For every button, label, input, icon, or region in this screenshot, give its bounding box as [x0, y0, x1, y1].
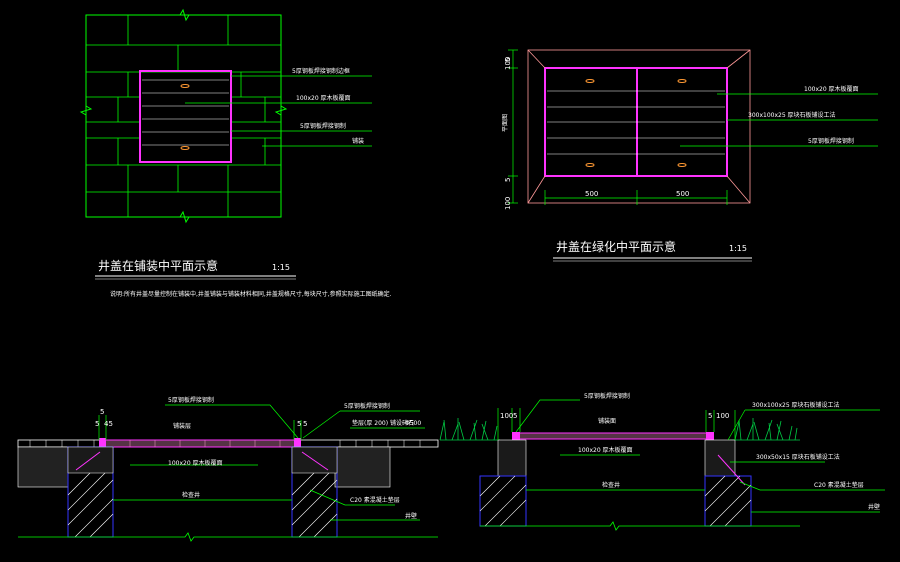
steel-frame-right: [706, 432, 714, 441]
steel-frame-left: [512, 432, 520, 441]
callout-stone-small: 300x50x15 厚块石板铺设工法: [756, 453, 840, 461]
callout-plank: 100x20 厚木板覆面: [296, 94, 351, 102]
label-well: 检查井: [182, 491, 200, 499]
section-in-greenery: 100 5 5 100 5厚钢板焊接钢制 300x100x25 厚块石板铺设工法…: [439, 392, 885, 531]
steel-frame-right: [294, 438, 301, 448]
section-right-dims: [497, 408, 736, 440]
plan-in-paving: 5厚钢板焊接钢制边框 100x20 厚木板覆面 5厚钢板焊接钢制 铺装 井盖在铺…: [79, 8, 392, 298]
section-left-dims: [98, 415, 302, 440]
manhole-lid-section: [104, 439, 296, 448]
dim-left-5: 5: [504, 58, 512, 62]
lid-joints: [129, 440, 281, 447]
well-wall-left: [479, 475, 527, 527]
grass-right: [734, 418, 798, 441]
callout-plank: 100x20 厚木板覆面: [804, 85, 859, 93]
break-mark-left: [79, 105, 93, 116]
side-label: 平面图: [502, 114, 509, 132]
callout-concrete: C20 素混凝土垫层: [350, 496, 400, 504]
plan-left-leaders: [185, 75, 372, 147]
dim-5: 5: [100, 408, 104, 416]
callout-stone: 300x100x25 厚块石板铺设工法: [748, 111, 836, 119]
callout-gravel: 垫层(厚 200) 铺设碎石: [352, 419, 414, 427]
anchor-right: [301, 451, 329, 471]
callout-diameter: Φ500: [405, 420, 421, 427]
section-in-paving: 5 5 45 5 5 5厚钢板焊接钢制 5厚钢板焊接钢制 铺装层 垫层(厚 20…: [17, 396, 439, 542]
break-line-bottom: [18, 532, 438, 542]
dim-100-left: 100: [500, 412, 513, 420]
plan-left-title: 井盖在铺装中平面示意: [98, 258, 218, 273]
paving-hatch: [29, 440, 421, 447]
lift-hole-icon: [585, 79, 595, 83]
paving-label: 铺装面: [598, 417, 616, 425]
dim-left-100b: 100: [504, 197, 512, 210]
callout-plank: 100x20 厚木板覆面: [168, 459, 223, 467]
dim-500-left: 500: [585, 190, 598, 198]
concrete-cap-left: [67, 446, 114, 474]
concrete-cap-right: [291, 446, 338, 474]
lift-hole-icon: [677, 79, 687, 83]
lift-hole-icon: [180, 84, 190, 88]
label-well: 检查井: [602, 481, 620, 489]
callout-concrete: C20 素混凝土垫层: [814, 481, 864, 489]
gravel-base-left: [17, 446, 69, 488]
plan-right-scale: 1:15: [729, 244, 747, 253]
stone-curb-right: [704, 439, 736, 477]
wall-hatch: [479, 475, 752, 527]
manhole-lid-section: [517, 432, 709, 440]
section-right-leaders: [515, 399, 885, 513]
paving-label: 铺装层: [173, 422, 191, 430]
stone-curb-left: [497, 439, 527, 477]
dim-5b: 5: [95, 420, 99, 428]
callout-stone: 300x100x25 厚块石板铺设工法: [752, 401, 840, 409]
dim-5-left: 5: [513, 412, 517, 420]
callout-paving: 铺装: [352, 137, 364, 145]
outer-frame: [527, 49, 751, 204]
dim-100-right: 100: [716, 412, 729, 420]
dim-5d: 5: [303, 420, 307, 428]
callout-frame: 5厚钢板焊接钢制: [168, 396, 214, 404]
break-line-bottom: [480, 521, 800, 531]
lid-planks: [547, 90, 725, 155]
callout-steel: 5厚钢板焊接钢制: [808, 137, 854, 145]
plan-note: 说明:所有井盖尽量控制在铺装中,井盖铺装与铺装材料相同,井盖规格尺寸,每块尺寸,…: [110, 290, 392, 298]
gravel-base-right: [334, 446, 391, 488]
callout-plank: 100x20 厚木板覆面: [578, 446, 633, 454]
lid-planks: [142, 79, 229, 146]
frame-corners: [527, 49, 751, 204]
paving-outline: [85, 14, 282, 218]
grass-left: [439, 418, 498, 441]
paving-joints: [86, 15, 281, 217]
steel-frame-left: [99, 438, 106, 448]
callout-wall: 井壁: [405, 512, 417, 520]
anchor-left: [75, 451, 101, 471]
callout-frame-right: 5厚钢板焊接钢制: [344, 402, 390, 410]
dim-45: 45: [104, 420, 113, 428]
dim-left-5b: 5: [504, 178, 512, 182]
break-mark-bottom: [179, 210, 190, 224]
callout-frame: 5厚钢板焊接钢制: [584, 392, 630, 400]
dim-5c: 5: [297, 420, 301, 428]
section-left-leaders: [130, 404, 425, 521]
plan-in-greenery: 500 500 5 100 5 100 平面图 100x20 厚木板覆面 300…: [502, 49, 878, 262]
plan-right-leaders: [680, 93, 878, 147]
dim-500-right: 500: [676, 190, 689, 198]
callout-steel: 5厚钢板焊接钢制: [300, 122, 346, 130]
callout-wall: 井壁: [868, 503, 880, 511]
plan-right-title: 井盖在绿化中平面示意: [556, 239, 676, 254]
manhole-lid-frame: [139, 70, 232, 163]
dimension-lines: [508, 49, 728, 205]
lift-hole-icon: [677, 163, 687, 167]
anchor-right: [717, 454, 746, 486]
dim-left-100: 100: [504, 57, 512, 70]
dim-5-right: 5: [708, 412, 712, 420]
lift-hole-icon: [585, 163, 595, 167]
lift-hole-icon: [180, 146, 190, 150]
plan-left-scale: 1:15: [272, 263, 290, 272]
callout-frame: 5厚钢板焊接钢制边框: [292, 67, 350, 75]
break-mark-top: [179, 8, 190, 22]
break-mark-right: [274, 105, 288, 116]
wall-hatch: [67, 472, 338, 538]
